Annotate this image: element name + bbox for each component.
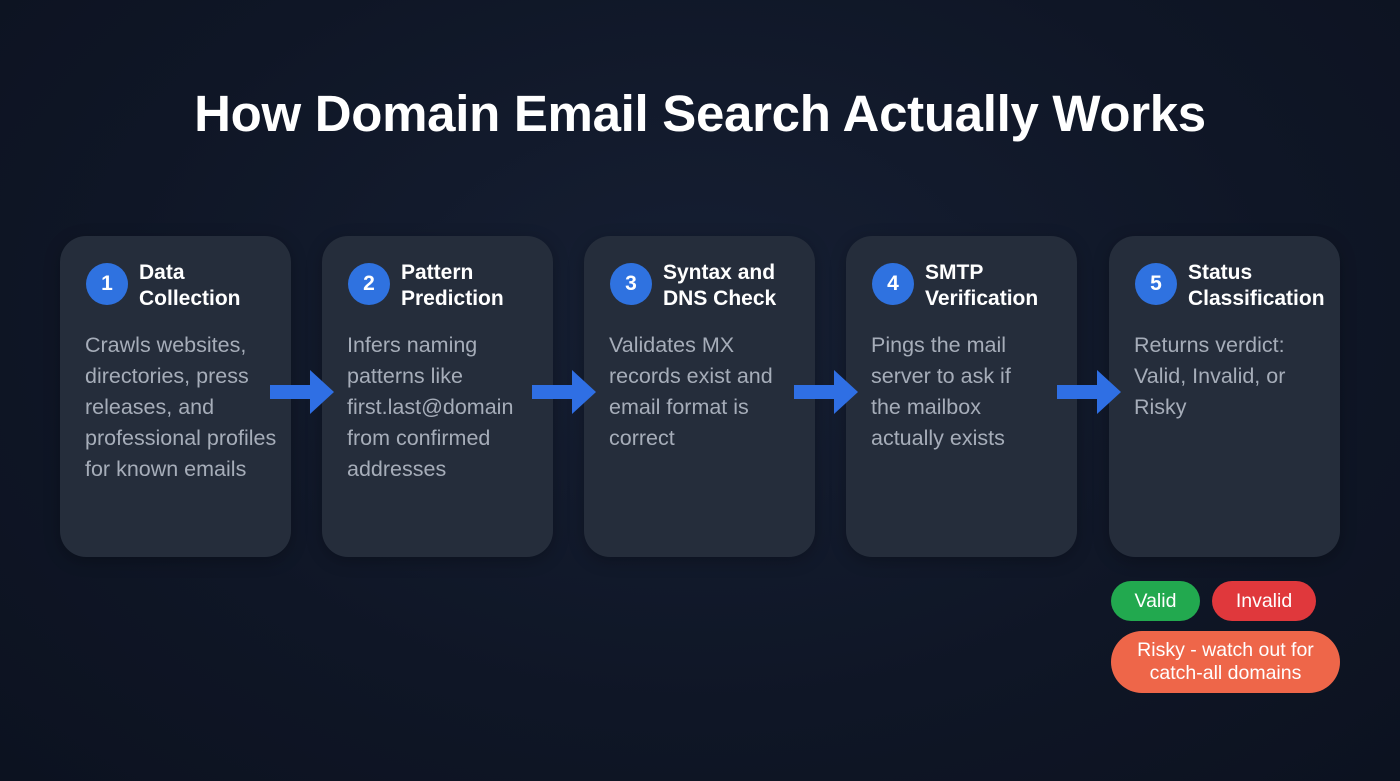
step-title: Data Collection [139,261,241,310]
step-number-badge: 5 [1135,263,1177,305]
status-badge-valid: Valid [1111,581,1200,621]
arrow-right-icon [794,370,858,414]
step-card-smtp-verification: 4 SMTP Verification Pings the mail serve… [846,236,1077,557]
step-title: Pattern Prediction [401,261,504,310]
diagram-title: How Domain Email Search Actually Works [194,85,1206,142]
step-description: Pings the mail server to ask if the mail… [871,333,1011,450]
step-description: Infers naming patterns like first.last@d… [347,333,514,481]
step-title: Syntax and DNS Check [663,261,777,310]
status-badge-invalid: Invalid [1212,581,1316,621]
status-badge-risky: Risky - watch out for catch-all domains [1111,631,1340,693]
arrow-right-icon [270,370,334,414]
step-number-badge: 4 [872,263,914,305]
step-number-badge: 1 [86,263,128,305]
step-title: Status Classification [1188,261,1325,310]
arrow-right-icon [532,370,596,414]
step-number-badge: 3 [610,263,652,305]
step-card-status-classification: 5 Status Classification Returns verdict:… [1109,236,1340,557]
step-description: Validates MX records exist and email for… [609,333,773,450]
step-card-data-collection: 1 Data Collection Crawls websites, direc… [60,236,291,557]
arrow-right-icon [1057,370,1121,414]
step-description: Crawls websites, directories, press rele… [85,333,277,481]
step-number-badge: 2 [348,263,390,305]
step-description: Returns verdict: Valid, Invalid, or Risk… [1134,333,1286,419]
step-card-pattern-prediction: 2 Pattern Prediction Infers naming patte… [322,236,553,557]
step-card-syntax-dns-check: 3 Syntax and DNS Check Validates MX reco… [584,236,815,557]
step-title: SMTP Verification [925,261,1039,310]
